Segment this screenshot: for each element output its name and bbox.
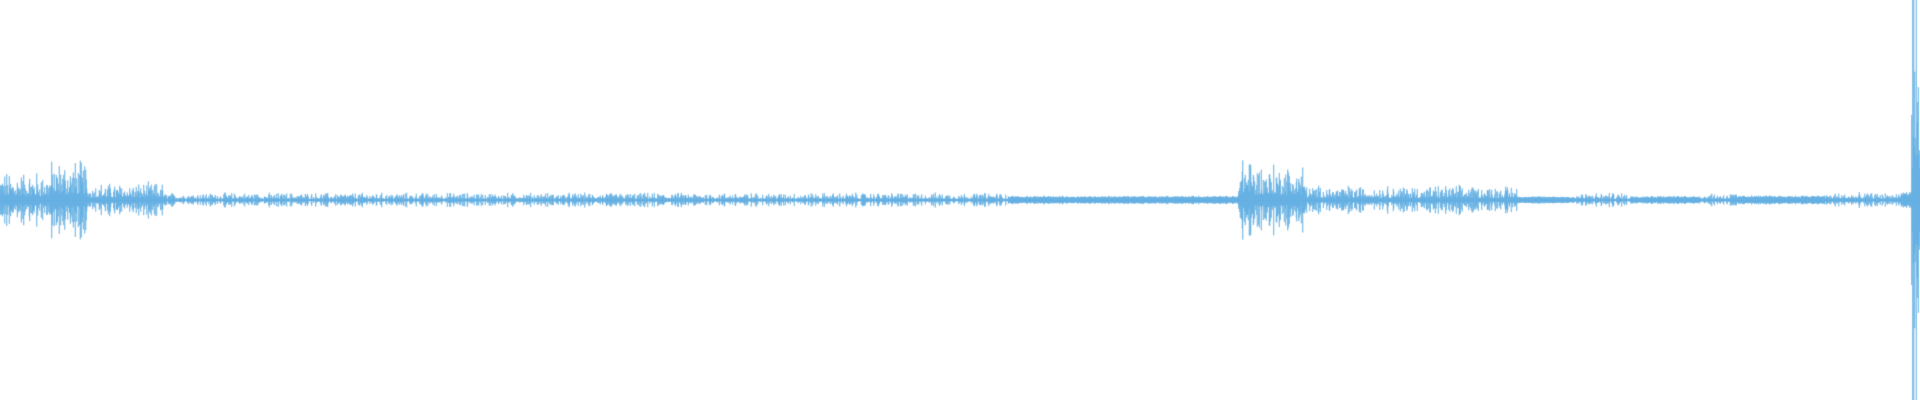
audio-waveform-panel[interactable] [0, 0, 1920, 400]
audio-waveform[interactable] [0, 0, 1920, 400]
